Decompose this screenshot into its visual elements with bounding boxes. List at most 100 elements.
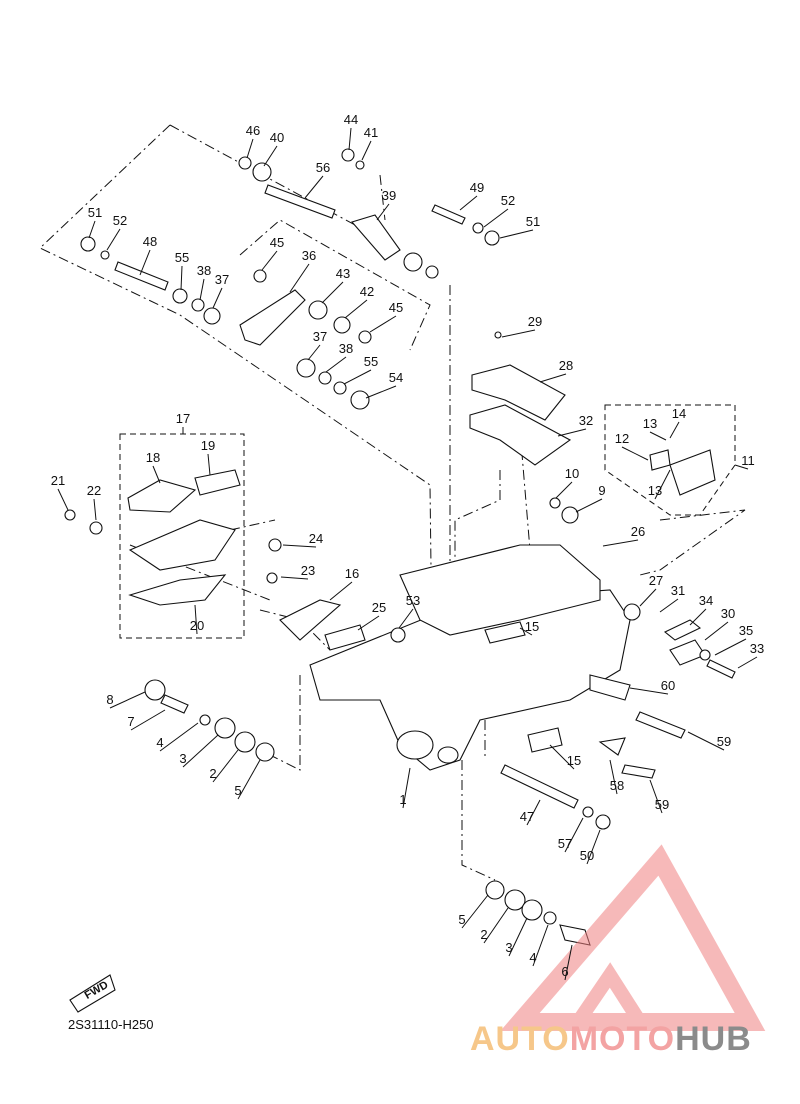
- leader-line: [669, 421, 680, 439]
- leader-line: [246, 138, 254, 159]
- part-number-label: 3: [505, 940, 512, 955]
- part-number-label: 31: [671, 583, 685, 598]
- leader-line: [207, 453, 211, 476]
- part-number-label: 10: [565, 466, 579, 481]
- leader-line: [307, 344, 321, 361]
- part-number-label: 35: [739, 623, 753, 638]
- leader-line: [304, 175, 324, 199]
- leader-line: [689, 608, 707, 626]
- part-number-label: 28: [559, 358, 573, 373]
- leader-line: [343, 369, 372, 385]
- leader-line: [402, 767, 411, 809]
- part-number-label: 17: [176, 411, 190, 426]
- parts: [64, 148, 736, 1013]
- part-number-label: 32: [579, 413, 593, 428]
- part-number-label: 59: [655, 797, 669, 812]
- part-number-label: 8: [106, 692, 113, 707]
- leader-line: [555, 481, 573, 499]
- leader-line: [586, 829, 601, 865]
- part-number-label: 45: [389, 300, 403, 315]
- part-number-label: 39: [382, 188, 396, 203]
- leader-line: [280, 576, 309, 580]
- leader-line: [659, 598, 679, 613]
- leader-line: [499, 229, 534, 239]
- part-number-label: 4: [529, 950, 536, 965]
- part-number-label: 38: [197, 263, 211, 278]
- leader-line: [139, 249, 151, 276]
- leader-line: [289, 263, 310, 293]
- swingarm-body: [309, 589, 631, 771]
- leader-line: [557, 428, 587, 437]
- leader-line: [654, 469, 671, 500]
- part-number-label: 43: [336, 266, 350, 281]
- leader-line: [539, 373, 567, 383]
- part-number-label: 12: [615, 431, 629, 446]
- leader-line: [263, 145, 278, 167]
- group-box-17: [119, 433, 245, 639]
- part-number-label: 22: [87, 483, 101, 498]
- group-box-11: [604, 404, 736, 516]
- leader-line: [180, 265, 183, 291]
- leader-line: [109, 691, 146, 709]
- watermark-logo: [500, 844, 766, 1031]
- part-number-label: 13: [648, 483, 662, 498]
- leader-line: [549, 744, 575, 770]
- part-number-label: 51: [88, 205, 102, 220]
- part-number-label: 37: [313, 329, 327, 344]
- leader-line: [483, 208, 509, 228]
- leader-line: [93, 498, 97, 521]
- part-number-label: 40: [270, 130, 284, 145]
- part-number-label: 18: [146, 450, 160, 465]
- part-number-label: 9: [598, 483, 605, 498]
- part-number-label: 6: [561, 964, 568, 979]
- part-number-label: 57: [558, 836, 572, 851]
- part-number-label: 52: [113, 213, 127, 228]
- leader-line: [734, 464, 749, 470]
- part-number-label: 48: [143, 234, 157, 249]
- part-number-label: 5: [234, 783, 241, 798]
- part-number-label: 15: [567, 753, 581, 768]
- part-number-label: 2: [209, 766, 216, 781]
- part-number-label: 52: [501, 193, 515, 208]
- leader-line: [212, 287, 223, 309]
- part-number-label: 56: [316, 160, 330, 175]
- part-number-label: 7: [127, 714, 134, 729]
- leader-line: [182, 734, 219, 768]
- part-number-label: 5: [458, 912, 465, 927]
- leader-line: [199, 278, 205, 301]
- leader-line: [564, 944, 573, 981]
- part-number-label: 37: [215, 272, 229, 287]
- leader-line: [508, 917, 528, 957]
- leader-line: [329, 581, 353, 601]
- leader-line: [106, 228, 121, 251]
- part-number-label: 58: [610, 778, 624, 793]
- leader-line: [357, 615, 380, 631]
- leader-line: [649, 779, 663, 814]
- part-number-label: 41: [364, 125, 378, 140]
- leader-line: [639, 588, 657, 607]
- part-number-label: 27: [649, 573, 663, 588]
- leader-line: [609, 759, 618, 795]
- part-number-label: 30: [721, 606, 735, 621]
- leader-line: [575, 498, 603, 513]
- part-number-label: 53: [406, 593, 420, 608]
- leader-line: [369, 315, 397, 333]
- leader-line: [602, 539, 639, 547]
- leader-line: [737, 656, 758, 669]
- leader-line: [344, 299, 368, 319]
- leader-line: [159, 722, 199, 752]
- part-number-label: 19: [201, 438, 215, 453]
- leader-line: [501, 329, 536, 338]
- part-number-label: 36: [302, 248, 316, 263]
- leader-line: [564, 817, 584, 853]
- leader-line: [57, 488, 69, 511]
- part-number-label: 24: [309, 531, 323, 546]
- fwd-arrow-icon: [69, 974, 116, 1013]
- leader-line: [325, 356, 347, 373]
- leader-line: [459, 195, 478, 211]
- leader-line: [194, 604, 198, 635]
- leader-line: [282, 544, 317, 548]
- watermark-part-2: MOTO: [569, 1020, 676, 1058]
- leader-line: [237, 759, 261, 800]
